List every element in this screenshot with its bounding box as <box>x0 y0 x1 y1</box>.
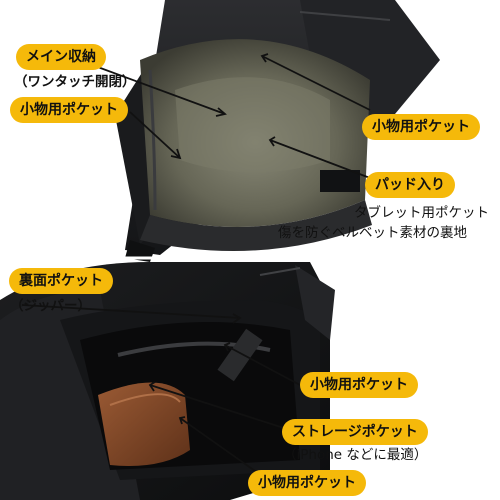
pointer-padded <box>269 139 371 179</box>
callout-padded: パッド入り <box>365 172 455 198</box>
callout-tablet-line2: 傷を防ぐベルベット素材の裏地 <box>278 225 467 241</box>
callout-small-pocket-lower: 小物用ポケット <box>300 372 418 398</box>
pointer-left-pocket <box>129 111 181 159</box>
callout-one-touch: （ワンタッチ開閉） <box>14 74 136 90</box>
pen <box>217 328 263 382</box>
pointer-bottom-pocket <box>179 417 266 479</box>
leather-wallet <box>98 382 190 466</box>
velcro-tab <box>320 170 360 192</box>
top-photo-bag <box>115 0 440 262</box>
callout-storage-pocket: ストレージポケット <box>282 419 428 445</box>
pointer-main-compartment <box>94 65 226 115</box>
arrowhead-back-pocket <box>232 313 242 324</box>
arrowhead-storage-pocket <box>148 381 156 392</box>
callout-main-compartment: メイン収納 <box>16 44 106 70</box>
callout-iphone-note: （iPhone などに最適） <box>283 447 428 463</box>
pointer-back-pocket <box>21 304 241 319</box>
pointer-storage-pocket <box>149 384 291 431</box>
arrowhead-right-pocket <box>260 53 269 63</box>
bottom-photo-bag <box>0 262 335 500</box>
callout-small-pocket-left: 小物用ポケット <box>10 97 128 123</box>
arrowhead-lower-pocket <box>223 342 231 352</box>
callout-small-pocket-bottom: 小物用ポケット <box>248 470 366 496</box>
arrowhead-bottom-pocket <box>178 416 186 425</box>
pointer-lower-pocket <box>224 344 301 386</box>
arrowhead-padded <box>268 136 276 147</box>
callout-zipper: （ジッパー） <box>10 298 91 314</box>
pointer-right-pocket <box>261 55 371 111</box>
arrowhead-left-pocket <box>170 148 182 160</box>
callout-small-pocket-right: 小物用ポケット <box>362 114 480 140</box>
arrowhead-main-compartment <box>215 107 227 117</box>
callout-tablet-line1: タブレット用ポケット <box>354 205 489 221</box>
callout-back-pocket: 裏面ポケット <box>9 268 113 294</box>
pointer-lines <box>21 53 371 479</box>
